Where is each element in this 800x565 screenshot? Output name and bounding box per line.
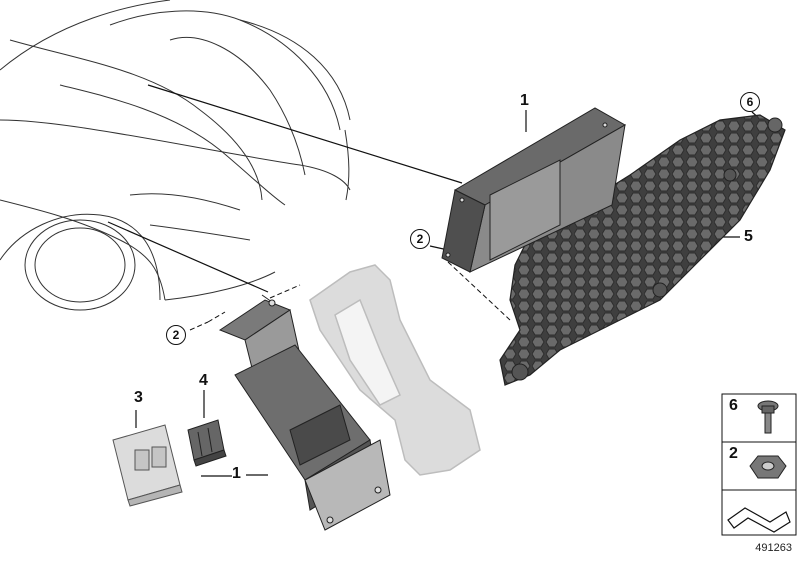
- legend-box: [721, 393, 797, 536]
- dashed-guides: [189, 261, 511, 331]
- callout-part-1-bottom: 1: [232, 465, 241, 482]
- callout-part-1-top: 1: [520, 92, 529, 109]
- callout-part-2-right: 2: [410, 229, 430, 249]
- legend-label-nut: 2: [729, 445, 738, 462]
- car-outline: [0, 0, 351, 311]
- callout-part-2-left: 2: [166, 325, 186, 345]
- ghost-frame: [309, 264, 481, 476]
- diagram-number: 491263: [755, 542, 792, 554]
- legend-label-bolt: 6: [729, 397, 738, 414]
- control-unit-bottom: [218, 294, 391, 531]
- callout-part-5: 5: [744, 228, 753, 245]
- callout-part-4: 4: [199, 372, 208, 389]
- connector-part-4: [187, 419, 227, 467]
- module-part-3: [112, 424, 183, 507]
- control-unit-top: [441, 107, 627, 273]
- callout-part-3: 3: [134, 389, 143, 406]
- bolt-icon: [757, 400, 779, 434]
- callout-part-6: 6: [740, 92, 760, 112]
- nut-icon: [749, 455, 787, 479]
- bracket-part-5: [499, 114, 786, 386]
- orientation-arrow-icon: [727, 507, 791, 533]
